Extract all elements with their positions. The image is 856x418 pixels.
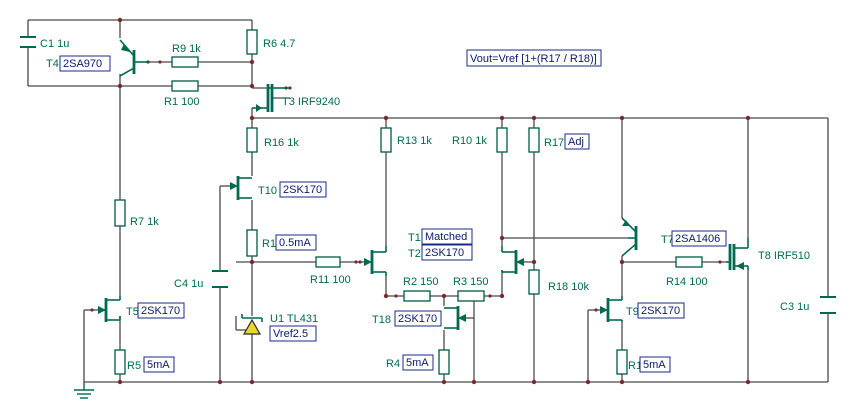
resistor-r1-right <box>616 349 628 375</box>
label-c1: C1 1u <box>40 38 69 50</box>
transistor-t18 <box>444 306 466 330</box>
label-t4: T4 <box>46 58 59 70</box>
label-r3: R3 150 <box>453 276 488 288</box>
label-t8: T8 IRF510 <box>758 250 810 262</box>
value-t4: 2SA970 <box>63 58 102 70</box>
resistor-r16 <box>246 127 258 153</box>
label-t5: T5 <box>126 306 139 318</box>
wires <box>27 19 829 383</box>
label-r4: R4 <box>386 358 400 370</box>
value-boxes: 2SA970 Adj 2SK170 0.5mA Matched 2SK170 2… <box>59 55 727 373</box>
value-r4: 5mA <box>406 357 429 369</box>
value-t5: 2SK170 <box>141 305 180 317</box>
resistor-r11 <box>315 256 341 268</box>
label-r7: R7 1k <box>130 216 159 228</box>
label-r2: R2 150 <box>403 276 438 288</box>
resistor-r5 <box>114 349 126 375</box>
transistor-t7 <box>621 217 638 257</box>
value-r1-right: 5mA <box>643 359 666 371</box>
value-t7: 2SA1406 <box>675 233 720 245</box>
resistor-r6 <box>246 29 258 55</box>
label-r6: R6 4.7 <box>263 38 295 50</box>
label-r18: R18 10k <box>548 281 589 293</box>
label-r13: R13 1k <box>397 135 432 147</box>
label-r9: R9 1k <box>172 43 201 55</box>
resistor-r1-top <box>171 80 199 92</box>
label-r11: R11 100 <box>310 274 351 286</box>
capacitors <box>20 36 836 314</box>
label-t3: T3 IRF9240 <box>282 96 340 108</box>
label-t2: T2 <box>408 248 421 260</box>
ground-symbol <box>74 382 94 399</box>
formula-box <box>466 49 602 67</box>
resistor-r13 <box>380 127 392 153</box>
label-r14: R14 100 <box>666 276 708 288</box>
label-c4: C4 1u <box>174 278 203 290</box>
value-r1-mid: 0.5mA <box>279 237 311 249</box>
resistor-r17 <box>528 127 540 153</box>
transistor-t10 <box>230 176 252 200</box>
transistor-t9 <box>600 296 623 322</box>
resistor-r14 <box>675 256 703 268</box>
label-u1: U1 TL431 <box>270 313 318 325</box>
capacitor-c1 <box>20 36 36 48</box>
junction-dots <box>90 17 751 385</box>
resistor-r9 <box>171 56 199 68</box>
transistors <box>98 39 749 330</box>
label-r1-top: R1 100 <box>164 96 199 108</box>
label-r5: R5 <box>127 360 141 372</box>
label-r10: R10 1k <box>452 135 487 147</box>
value-r5: 5mA <box>147 359 170 371</box>
resistor-r1-mid <box>246 229 258 257</box>
resistors <box>114 29 703 375</box>
resistor-r10 <box>496 127 508 153</box>
resistor-r18 <box>528 269 540 295</box>
label-t9: T9 <box>626 306 639 318</box>
transistor-t1 <box>364 246 387 276</box>
resistor-r4 <box>438 349 450 375</box>
resistor-r7 <box>114 199 126 227</box>
transistor-t3 <box>252 84 290 112</box>
value-t18: 2SK170 <box>398 313 437 325</box>
label-t1: T1 <box>408 232 421 244</box>
formula-text: Vout=Vref [1+(R17 / R18)] <box>470 53 597 65</box>
value-t9: 2SK170 <box>641 305 680 317</box>
label-t10: T10 <box>258 185 277 197</box>
value-r17: Adj <box>568 136 584 148</box>
label-r1-right: R1 <box>628 360 642 372</box>
value-t1: Matched <box>425 231 467 243</box>
label-r17: R17 <box>544 137 564 149</box>
label-c3: C3 1u <box>780 301 809 313</box>
capacitor-c4 <box>212 270 228 288</box>
transistor-t5 <box>98 296 121 322</box>
transistor-t8 <box>726 238 749 270</box>
label-r16: R16 1k <box>264 137 299 149</box>
value-u1: Vref2.5 <box>273 328 308 340</box>
capacitor-c3 <box>820 296 836 314</box>
label-t18: T18 <box>372 314 391 326</box>
value-t10: 2SK170 <box>283 184 322 196</box>
label-r1-mid: R1 <box>262 238 276 250</box>
resistor-r3 <box>457 290 485 302</box>
component-labels: C1 1u T4 R9 1k R6 4.7 R1 100 T3 IRF9240 … <box>40 38 810 372</box>
value-t2: 2SK170 <box>425 247 464 259</box>
tl431-reference <box>241 314 263 335</box>
transistor-t4 <box>119 39 148 77</box>
label-t7: T7 <box>661 234 674 246</box>
resistor-r2 <box>403 290 431 302</box>
transistor-t2 <box>501 246 524 274</box>
